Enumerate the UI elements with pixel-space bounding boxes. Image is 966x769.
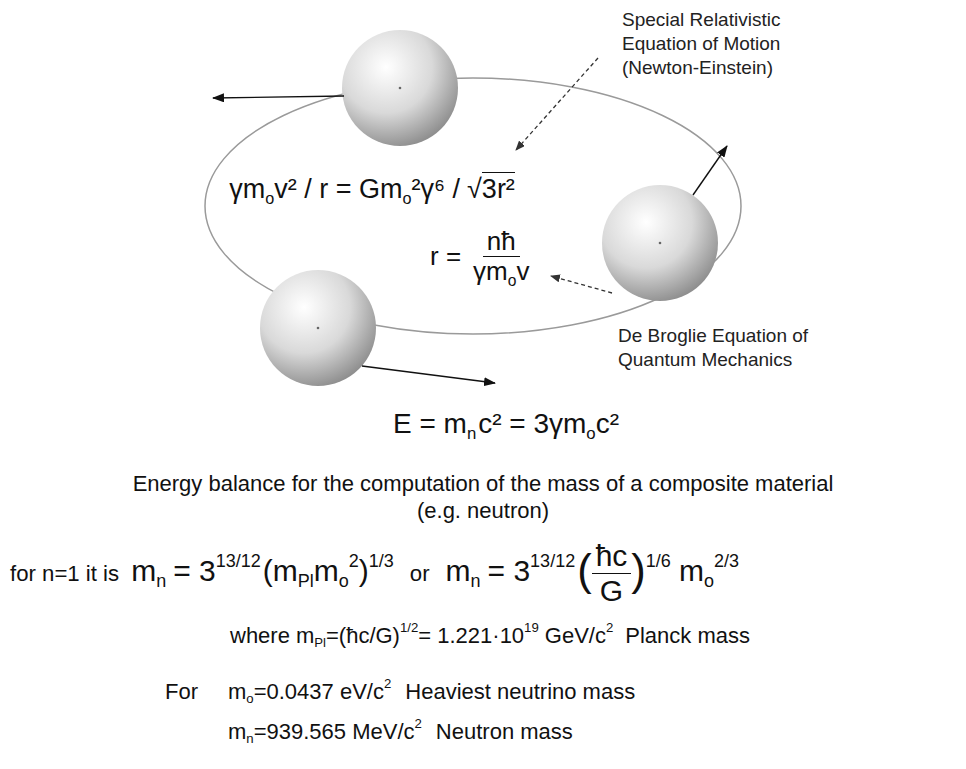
formula-text: nħ: [487, 226, 516, 256]
formula-line: E = mnc² = 3γmoc²: [393, 408, 619, 443]
formula-line: wheremPl=(ħc/G)1/2= 1.221·1019 GeV/c2 Plan…: [230, 620, 750, 650]
subscript: n: [471, 571, 481, 591]
formula-text: r =: [430, 241, 461, 271]
caption: Energy balance for the computation of th…: [108, 470, 858, 524]
formula-text: Planck mass: [625, 623, 750, 648]
fraction: ħcG: [592, 540, 632, 606]
formula-text: Heaviest neutrino mass: [405, 679, 635, 704]
superscript: 2: [606, 620, 613, 635]
sphere-center: [659, 242, 662, 245]
formula-text: ²γ⁶ /: [411, 174, 460, 204]
parenthesis: (: [577, 546, 592, 594]
formula-text: c²: [596, 408, 619, 439]
velocity-arrow: [362, 366, 495, 383]
formula-text: = 1.221·10: [418, 623, 524, 648]
formula-text: where: [230, 623, 290, 648]
denominator: γmov: [469, 257, 533, 289]
formula-text: γm: [229, 174, 265, 204]
superscript: 1/2: [400, 620, 418, 635]
formula-text: m: [228, 719, 246, 744]
superscript: 19: [524, 620, 539, 635]
formula-text: For: [165, 679, 198, 704]
formula-text: =(ħc/G): [326, 623, 400, 648]
sphere-center: [399, 87, 402, 90]
subscript: o: [704, 571, 714, 591]
callout-label: Special Relativistic Equation of Motion …: [622, 8, 827, 80]
subscript: o: [339, 571, 349, 591]
subscript: o: [265, 189, 274, 207]
formula-text: E = m: [393, 408, 467, 439]
formula-line: r = nħγmov: [430, 228, 533, 289]
formula-text: = 3: [173, 554, 216, 587]
superscript: 1/6: [646, 551, 671, 571]
formula-text: m: [446, 554, 471, 587]
particle-sphere: [342, 30, 458, 146]
formula-text: ): [359, 554, 369, 587]
superscript: 2: [349, 551, 359, 571]
formula-text: =0.0437 eV/c: [254, 679, 384, 704]
formula-text: m: [679, 554, 704, 587]
parenthesis: ): [631, 546, 646, 594]
formula-text: v: [516, 256, 529, 286]
leader-arrow: [551, 276, 612, 293]
formula-text: m: [314, 554, 339, 587]
velocity-arrow: [693, 146, 727, 195]
subscript: n: [156, 571, 166, 591]
particle-sphere: [260, 270, 376, 386]
callout-label: De Broglie Equation of Quantum Mechanics: [618, 324, 840, 372]
sphere-center: [317, 327, 320, 330]
formula-text: m: [228, 679, 246, 704]
subscript: o: [246, 691, 253, 706]
formula-text: ħc: [596, 539, 628, 572]
formula-text: √: [467, 174, 482, 204]
subscript: o: [402, 189, 411, 207]
numerator: nħ: [483, 228, 520, 257]
formula-text: m: [296, 623, 314, 648]
superscript: 1/3: [369, 551, 394, 571]
superscript: 13/12: [216, 551, 261, 571]
superscript: 2: [415, 716, 422, 731]
subscript: o: [508, 272, 517, 289]
formula-text: (m: [263, 554, 298, 587]
subscript: n: [246, 731, 253, 746]
superscript: 2/3: [714, 551, 739, 571]
particle-sphere: [602, 185, 718, 301]
formula-line: mn=939.565 MeV/c2 Neutron mass: [228, 716, 573, 746]
formula-text: or: [410, 561, 430, 586]
formula-text: Neutron mass: [436, 719, 573, 744]
numerator: ħc: [592, 540, 632, 574]
formula-text: G: [600, 574, 623, 607]
formula-text: v² / r = Gm: [274, 174, 402, 204]
denominator: G: [596, 574, 627, 607]
subscript: Pl: [298, 571, 314, 591]
formula-line: for n=1 it ismn= 313/12(mPlmo2)1/3ormn= …: [10, 540, 739, 606]
superscript: 13/12: [530, 551, 575, 571]
formula-text: 3r²: [482, 172, 515, 204]
leader-arrow: [516, 58, 598, 150]
subscript: Pl: [314, 635, 326, 650]
formula-text: =939.565 MeV/c: [254, 719, 415, 744]
formula-text: m: [131, 554, 156, 587]
formula-text: = 3: [488, 554, 531, 587]
formula-text: γm: [473, 256, 508, 286]
superscript: 2: [384, 676, 391, 691]
velocity-arrow: [213, 96, 344, 98]
subscript: o: [586, 424, 595, 443]
formula-line: For mo=0.0437 eV/c2 Heaviest neutrino mass: [165, 676, 635, 706]
formula-text: for n=1 it is: [10, 561, 119, 586]
fraction: nħγmov: [469, 228, 533, 289]
formula-text: GeV/c: [545, 623, 606, 648]
formula-text: c² = 3γm: [478, 408, 586, 439]
formula-line: γmov² / r = Gmo²γ⁶ /√3r²: [225, 174, 519, 207]
subscript: n: [467, 424, 476, 443]
